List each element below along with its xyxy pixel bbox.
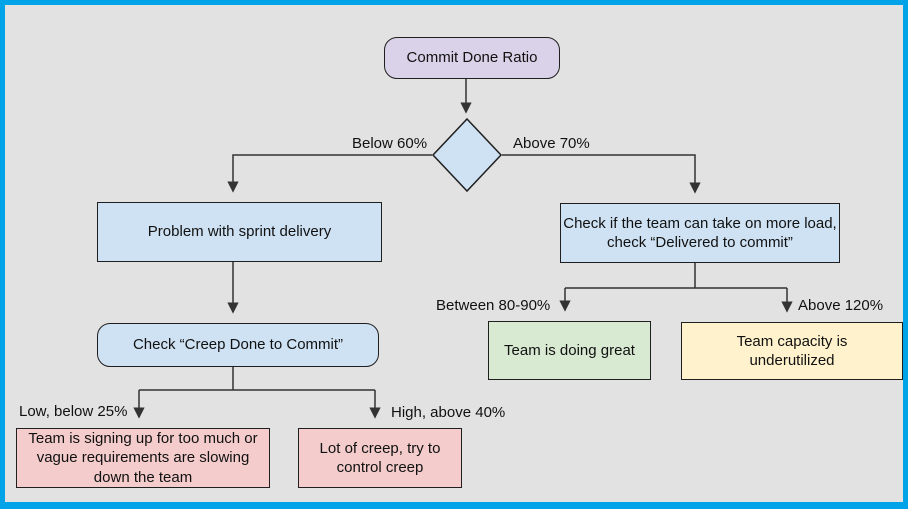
node-lot-of-creep-label: Lot of creep, try to control creep: [319, 439, 441, 476]
node-check-creep-done-to-commit-label: Check “Creep Done to Commit”: [132, 336, 344, 354]
node-lot-of-creep: Lot of creep, try to control creep: [298, 428, 462, 488]
edge-decision-to-problem: [227, 154, 432, 193]
node-check-creep-done-to-commit: Check “Creep Done to Commit”: [97, 323, 379, 367]
node-team-capacity-underutilized: Team capacity is underutilized: [681, 322, 903, 380]
node-team-capacity-underutilized-label: Team capacity is underutilized: [736, 332, 848, 369]
node-team-doing-great: Team is doing great: [488, 321, 651, 380]
edge-label-low-below-25: Low, below 25%: [19, 403, 128, 420]
edge-label-below-60: Below 60%: [352, 135, 428, 152]
node-commit-done-ratio: Commit Done Ratio: [384, 37, 560, 79]
node-team-doing-great-label: Team is doing great: [504, 341, 635, 359]
edge-label-above-120: Above 120%: [798, 297, 884, 314]
node-check-more-load: Check if the team can take on more load,…: [560, 203, 840, 263]
decision-diamond: [431, 117, 503, 193]
node-problem-sprint-delivery: Problem with sprint delivery: [97, 202, 382, 262]
edge-decision-to-more-load: [502, 154, 701, 194]
edge-label-between-80-90: Between 80-90%: [436, 297, 551, 314]
node-problem-sprint-delivery-label: Problem with sprint delivery: [147, 223, 332, 241]
node-signing-up-too-much-label: Team is signing up for too much or vague…: [28, 430, 258, 486]
edge-label-high-above-40: High, above 40%: [391, 404, 506, 421]
node-commit-done-ratio-label: Commit Done Ratio: [406, 49, 538, 67]
node-signing-up-too-much: Team is signing up for too much or vague…: [16, 428, 270, 488]
node-check-more-load-label: Check if the team can take on more load,…: [563, 214, 837, 251]
edge-label-above-70: Above 70%: [513, 135, 590, 152]
